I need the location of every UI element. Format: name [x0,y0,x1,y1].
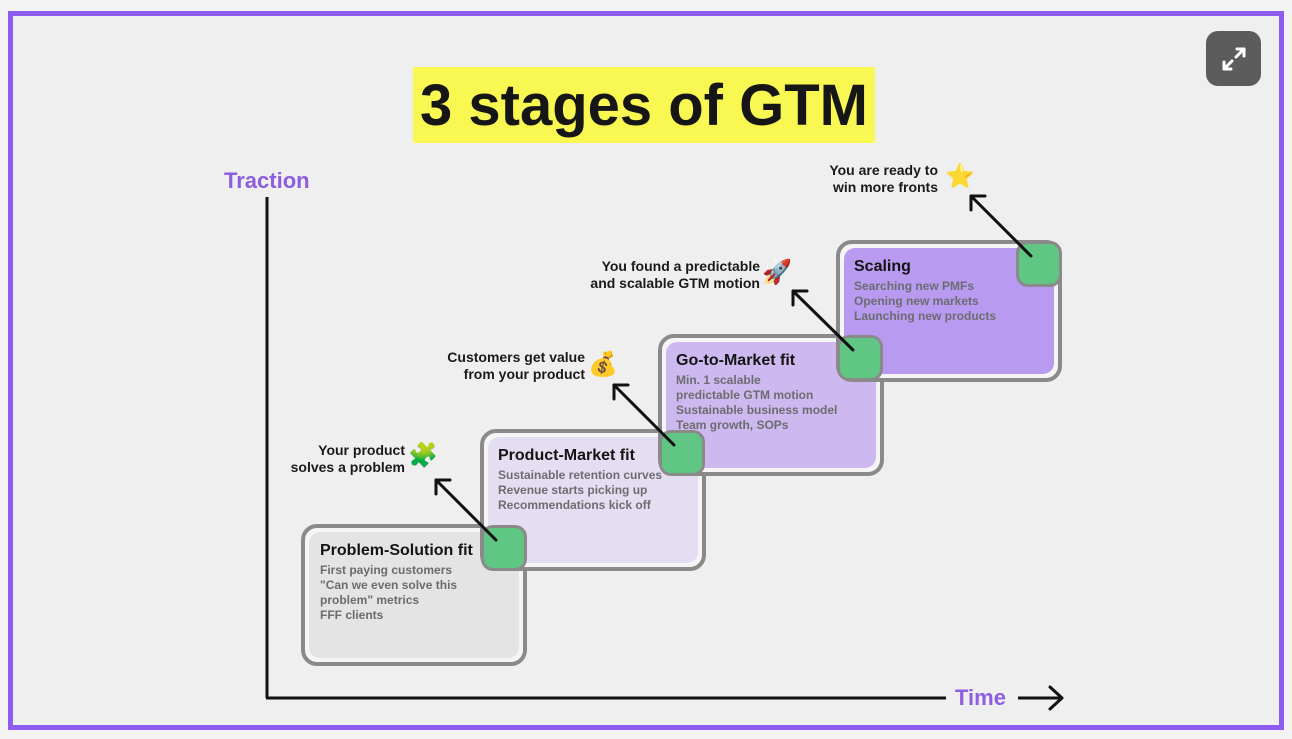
milestone-note: Customers get value from your product [440,349,585,383]
note-line: You are ready to [829,162,938,178]
stage-line: problem" metrics [320,593,420,607]
stage-line: Sustainable business model [676,403,838,417]
stage-line: Searching new PMFs [854,279,975,293]
milestone-note: You are ready to win more fronts [820,162,938,196]
expand-icon [1222,47,1245,70]
stage-line: predictable GTM motion [676,388,814,402]
puzzle-piece-icon: 🧩 [408,442,438,469]
y-axis-label: Traction [224,168,310,193]
note-line: Customers get value [447,349,585,365]
milestone-note: Your product solves a problem [283,442,405,476]
stage-title: Problem-Solution fit [320,542,473,559]
milestone-note: You found a predictable and scalable GTM… [580,258,760,292]
stage-title: Go-to-Market fit [676,352,796,369]
stage-line: First paying customers [320,563,453,577]
stage-line: Recommendations kick off [498,498,651,512]
note-line: Your product [318,442,405,458]
stage-title: Product-Market fit [498,447,635,464]
star-icon: ⭐ [945,163,975,190]
stage-line: Launching new products [854,309,997,323]
note-line: and scalable GTM motion [590,275,760,291]
page-title: 3 stages of GTM [413,67,875,143]
money-bag-icon: 💰 [588,351,618,378]
rocket-icon: 🚀 [762,259,792,286]
stage-line: FFF clients [320,608,384,622]
x-axis-label: Time [955,685,1006,710]
note-line: from your product [463,366,585,382]
milestone-node [837,335,883,381]
stage-line: Opening new markets [854,294,979,308]
note-line: solves a problem [290,459,405,475]
stage-line: "Can we even solve this [320,578,458,592]
stage-line: Min. 1 scalable [676,373,761,387]
stage-line: Sustainable retention curves [498,468,663,482]
note-line: win more fronts [832,179,938,195]
milestone-node [1016,241,1062,287]
note-line: You found a predictable [601,258,760,274]
stage-title: Scaling [854,258,911,275]
milestone-node [659,430,705,476]
milestone-node [481,525,527,571]
stage-line: Team growth, SOPs [676,418,789,432]
stage-line: Revenue starts picking up [498,483,648,497]
expand-button[interactable] [1206,31,1261,86]
